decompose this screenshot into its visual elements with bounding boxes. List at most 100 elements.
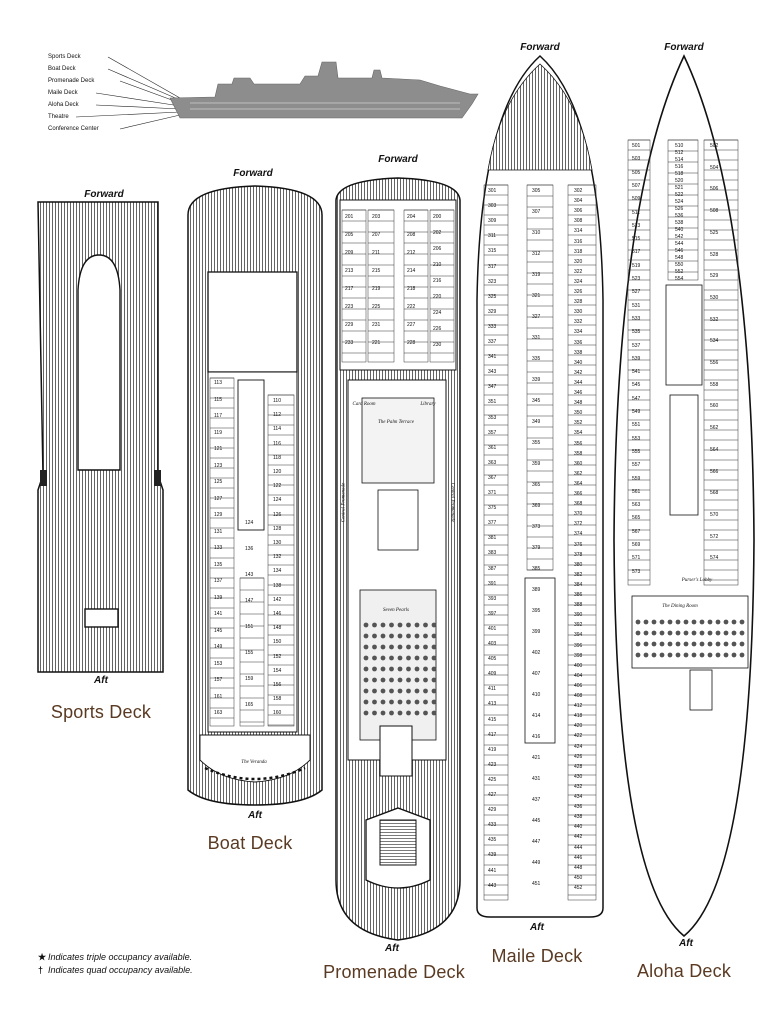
table-icon (406, 688, 411, 694)
cabin-number: 219 (372, 286, 381, 292)
table-icon (423, 655, 428, 661)
cabin-number: 355 (532, 440, 541, 446)
cabin-number: 556 (710, 360, 719, 366)
ship-profile-icon (75, 56, 479, 130)
cabin-number: 315 (488, 248, 497, 255)
cabin-number: 566 (710, 468, 719, 475)
cabin-number: 544 (675, 241, 684, 247)
cabin-number: 449 (532, 860, 541, 866)
cabin-number: 433 (488, 822, 497, 829)
cabin-number: 121 (214, 446, 223, 452)
table-icon (691, 619, 697, 625)
cabin-number: 363 (488, 459, 497, 466)
cabin-number: 332 (574, 319, 583, 326)
cabin-number: 573 (632, 568, 641, 575)
cabin-number: 432 (574, 783, 583, 790)
table-icon (423, 688, 428, 694)
cabin-number: 374 (574, 531, 583, 538)
cabin-number: 163 (214, 710, 223, 716)
table-icon (363, 644, 369, 650)
cabin-number: 530 (710, 294, 719, 301)
table-icon (389, 644, 394, 650)
cabin-number: 414 (532, 713, 541, 719)
cabin-number: 398 (574, 652, 583, 659)
cabin-number: 410 (532, 692, 541, 698)
table-icon (431, 644, 437, 650)
table-icon (667, 652, 673, 658)
cabin-number: 514 (675, 157, 684, 163)
cabin-number: 445 (532, 818, 541, 824)
seven-pearls-label: Seven Pearls (383, 608, 409, 613)
cabin-number: 402 (532, 650, 541, 656)
cabin-number: 540 (675, 227, 684, 233)
table-icon (380, 633, 386, 639)
table-icon (414, 699, 420, 705)
cabin-number: 218 (407, 286, 416, 292)
table-icon (431, 677, 437, 683)
maile-deck-title: Maile Deck (491, 946, 583, 966)
cabin-number: 225 (372, 304, 381, 310)
cabin-number: 507 (632, 182, 641, 189)
table-icon (431, 710, 437, 716)
cabin-number: 156 (273, 682, 282, 688)
table-icon (372, 655, 377, 661)
cabin-number: 123 (214, 462, 223, 469)
cabin-number: 204 (407, 214, 416, 220)
table-icon (380, 655, 386, 661)
cabin-number: 130 (273, 540, 282, 546)
cabin-number: 354 (574, 430, 583, 437)
cabin-number: 379 (532, 545, 541, 551)
cabin-number: 161 (214, 693, 223, 700)
table-icon (414, 622, 420, 628)
cabin-number: 571 (632, 555, 641, 562)
legend-boat-deck: Boat Deck (48, 66, 76, 72)
cabin-number: 324 (574, 278, 583, 285)
cabin-number: 137 (214, 578, 223, 584)
table-icon (414, 633, 420, 639)
cabin-number: 131 (214, 528, 223, 535)
cabin-number: 212 (407, 250, 416, 256)
table-icon (731, 619, 737, 625)
cabin-number: 426 (574, 753, 583, 760)
table-icon (372, 644, 377, 650)
cabin-number: 413 (488, 701, 497, 708)
cabin-number: 220 (433, 294, 442, 300)
pursers-lobby-label: Purser's Lobby (681, 578, 713, 583)
cabin-number: 546 (675, 248, 684, 254)
table-icon (683, 641, 689, 647)
cabin-number: 559 (632, 475, 641, 482)
cabin-number: 553 (632, 435, 641, 442)
cabin-number: 531 (632, 302, 641, 309)
cabin-number: 393 (488, 595, 497, 602)
cabin-number: 430 (574, 773, 583, 780)
table-icon (397, 655, 403, 661)
sports-forward-label: Forward (84, 189, 124, 200)
cabin-number: 223 (345, 304, 354, 310)
table-icon (723, 652, 729, 658)
table-icon (699, 652, 705, 658)
cabin-number: 527 (632, 289, 641, 296)
table-icon (414, 677, 420, 683)
cabin-number: 523 (632, 276, 641, 282)
cabin-number: 529 (710, 273, 719, 280)
cabin-number: 376 (574, 541, 583, 548)
cabin-number: 207 (372, 232, 381, 238)
table-icon (659, 619, 665, 625)
star-icon: ★ (38, 952, 47, 962)
table-icon (372, 622, 377, 628)
cabin-number: 364 (574, 480, 583, 487)
cabin-number: 506 (710, 186, 719, 193)
cabin-number: 419 (488, 746, 497, 753)
cabin-number: 533 (632, 315, 641, 322)
cabin-number: 136 (245, 546, 254, 552)
cabin-number: 348 (574, 400, 583, 407)
cabin-number: 352 (574, 420, 583, 427)
cabin-number: 450 (574, 874, 583, 881)
cabin-number: 349 (532, 419, 541, 425)
cabin-number: 330 (574, 309, 583, 316)
table-icon (715, 641, 721, 647)
table-icon (723, 630, 729, 636)
table-icon (380, 677, 386, 683)
